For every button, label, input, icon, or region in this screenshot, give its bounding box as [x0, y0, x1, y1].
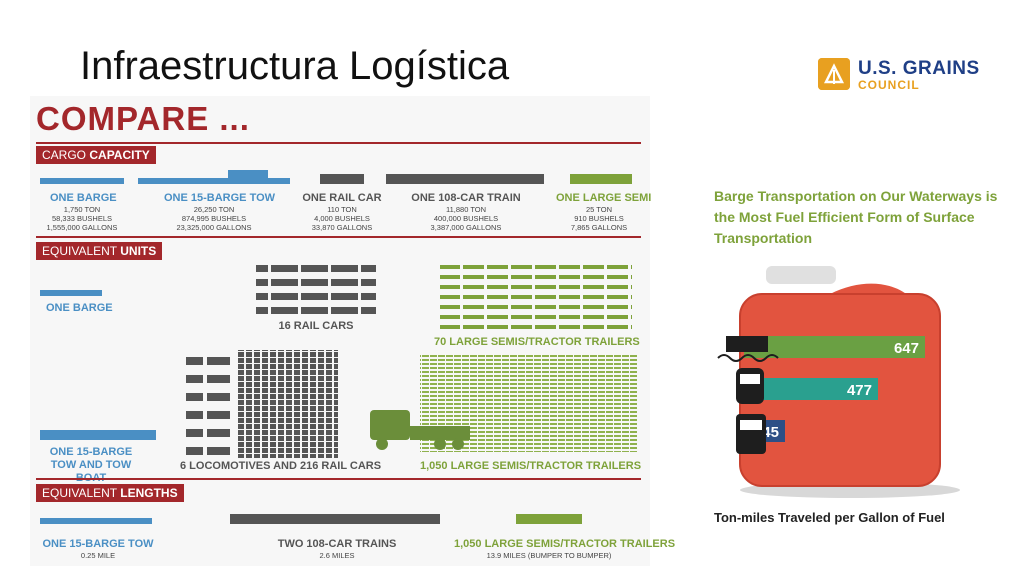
barge-vehicle-icon: [717, 336, 779, 362]
cargo-label-barge: ONE BARGE: [50, 192, 117, 204]
train-vehicle-icon: [736, 368, 764, 404]
band-strong: UNITS: [120, 244, 157, 258]
lengths-label-semis: 1,050 LARGE SEMIS/TRACTOR TRAILERS: [454, 538, 676, 550]
cargo-label-train: ONE 108-CAR TRAIN: [411, 192, 521, 204]
cargo-label-railcar: ONE RAIL CAR: [302, 192, 382, 204]
locomotives-icon: [186, 350, 230, 458]
fuel-heading: Barge Transportation on Our Waterways is…: [714, 188, 998, 246]
lengths-label-tow: ONE 15-BARGE TOW: [42, 538, 154, 550]
lengths-icons: [40, 514, 582, 524]
units-label-railcars: 16 RAIL CARS: [278, 320, 354, 332]
us-grains-council-logo: U.S. GRAINS COUNCIL: [818, 56, 998, 96]
fuel-efficiency-panel: Barge Transportation on Our Waterways is…: [700, 180, 1010, 540]
band-strong: LENGTHS: [120, 486, 178, 500]
section-band-equivalent-lengths: EQUIVALENT LENGTHS: [36, 484, 184, 502]
fuel-footer: Ton-miles Traveled per Gallon of Fuel: [714, 510, 945, 525]
tow-icon: [138, 178, 290, 184]
rail-cars-grid: [256, 262, 376, 318]
semis-length-icon: [516, 514, 582, 524]
compare-infographic: COMPARE ... CARGO CAPACITY ONE BARGE 1,7…: [30, 96, 676, 566]
truck-vehicle-icon: [736, 414, 766, 454]
fuel-value-rail: 477: [847, 382, 872, 399]
band-prefix: EQUIVALENT: [42, 486, 117, 500]
lengths-label-trains: TWO 108-CAR TRAINS: [277, 538, 397, 550]
units-label-tow: ONE 15-BARGE TOW AND TOW BOAT: [49, 446, 133, 484]
lengths-sub-tow: 0.25 MILE: [80, 551, 116, 560]
fuel-bar-rail: [744, 378, 878, 400]
truck-icon: [370, 410, 470, 450]
band-prefix: CARGO: [42, 148, 87, 162]
tow-boat-grid-icon: [40, 430, 156, 440]
lengths-sub-trains: 2.6 MILES: [319, 551, 355, 560]
lengths-sub-semis: 13.9 MILES (BUMPER TO BUMPER): [486, 551, 612, 560]
one-barge-icon: [40, 290, 102, 296]
cargo-label-semi: ONE LARGE SEMI: [556, 192, 652, 204]
band-rule: [36, 236, 641, 238]
section-band-cargo-capacity: CARGO CAPACITY: [36, 146, 156, 164]
band-rule: [36, 478, 641, 480]
band-prefix: EQUIVALENT: [42, 244, 117, 258]
cargo-label-tow: ONE 15-BARGE TOW: [164, 192, 276, 204]
compare-title: COMPARE ...: [36, 100, 250, 137]
semi-icon: [570, 174, 632, 184]
section-band-equivalent-units: EQUIVALENT UNITS: [36, 242, 163, 260]
rail-cars-216-grid: [236, 350, 338, 458]
tow-length-icon: [40, 518, 152, 524]
units-label-barge: ONE BARGE: [46, 302, 113, 314]
fuel-value-barge: 647: [894, 340, 919, 357]
units-label-semis70: 70 LARGE SEMIS/TRACTOR TRAILERS: [434, 336, 640, 348]
semis-70-grid: [440, 262, 632, 332]
train-icon: [386, 174, 544, 184]
units-icons: [40, 262, 638, 458]
tow-boat-icon: [228, 170, 268, 179]
grain-badge-icon: [818, 58, 850, 90]
cargo-icons: [40, 170, 632, 184]
logo-text-line2: COUNCIL: [858, 78, 920, 92]
title-rule: [36, 142, 641, 144]
slide-title: Infraestructura Logística: [80, 44, 510, 88]
units-label-semis1050: 1,050 LARGE SEMIS/TRACTOR TRAILERS: [420, 460, 642, 472]
trains-length-icon: [230, 514, 440, 524]
units-label-locos: 6 LOCOMOTIVES AND 216 RAIL CARS: [180, 460, 382, 472]
barge-icon: [40, 178, 124, 184]
railcar-icon: [320, 174, 364, 184]
band-strong: CAPACITY: [89, 148, 150, 162]
logo-text-line1: U.S. GRAINS: [858, 58, 980, 79]
fuel-bar-barge: [744, 336, 925, 358]
